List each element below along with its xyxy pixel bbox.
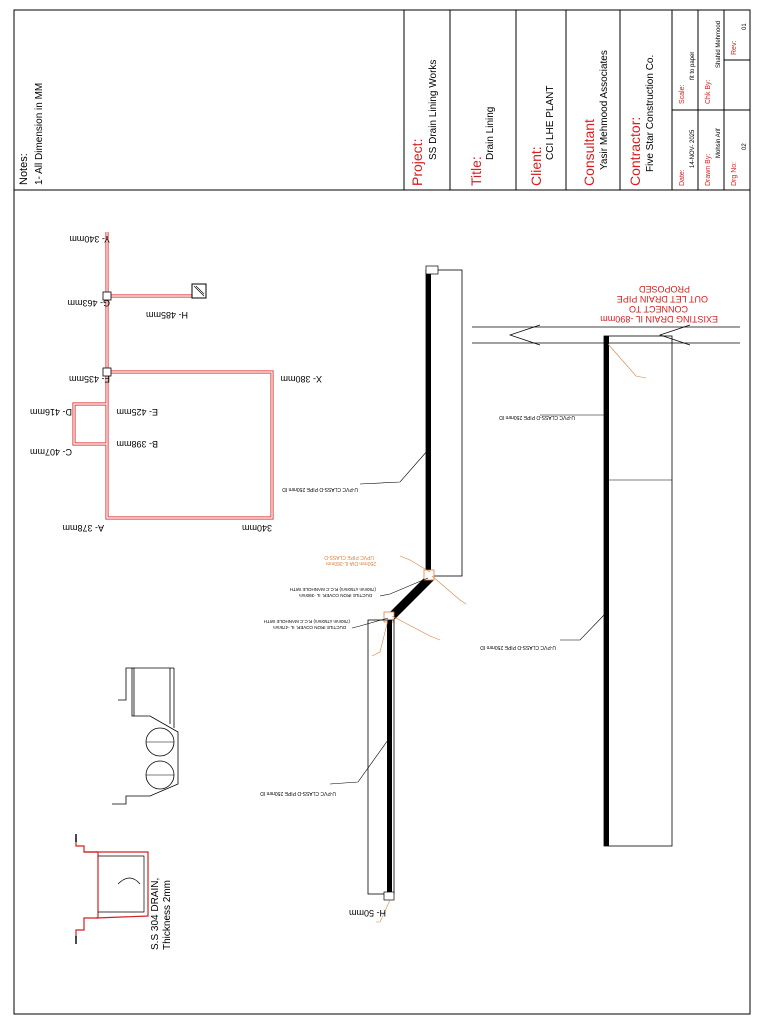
drawn-label: Drawn By: <box>705 154 712 186</box>
consultant-value: Yasir Mehmood Associates <box>599 50 610 170</box>
client-label: Client: <box>528 146 544 186</box>
junction-f <box>102 367 112 377</box>
proposed-line-2: OUT LET DRAIN PIPE <box>617 294 708 304</box>
chk-value: Shahid Mehmood <box>716 21 722 68</box>
notes-heading: Notes: <box>18 153 30 185</box>
proposed-line-4: EXISTING DRAIN IL -890mm <box>600 314 718 324</box>
pipe-label-left-2: U-PVC CLASS-D PIPE 250mm ID <box>260 790 336 796</box>
flow-arrow-right <box>658 324 691 346</box>
label-e: E- 425mm <box>116 407 158 417</box>
manhole-2-line-2: DUCTILE IRON COVER. IL -475mm <box>273 625 346 630</box>
project-label: Project: <box>409 139 425 186</box>
proposed-line-1: PROPOSED <box>638 284 690 294</box>
label-y: Y- 340mm <box>69 234 110 244</box>
manhole-mid-1 <box>423 569 435 581</box>
pipe-angled <box>388 574 434 620</box>
section-title: S.S 304 DRAIN, <box>150 878 161 950</box>
rev-value: 01 <box>742 23 748 30</box>
scale-value: fit to paper <box>690 52 696 80</box>
rev-label: Rev: <box>731 41 738 55</box>
drain-section-ss304 <box>75 834 149 944</box>
label-x: X- 380mm <box>280 374 322 384</box>
dwg-value: 02 <box>742 143 748 150</box>
contractor-value: Five Star Construction Co. <box>645 55 656 172</box>
manhole-bottom <box>383 891 395 901</box>
consultant-label: Consultant <box>581 119 597 186</box>
flow-arrow-left <box>508 324 541 346</box>
h-end-label: H- 50mm <box>349 908 386 918</box>
manhole-1-line-1: (750mm x750mm) R.C.C MANHOLE WITH <box>290 587 376 592</box>
notes-line: 1- All Dimension in MM <box>34 83 45 185</box>
proposed-line-3: CONNECT TO <box>629 304 688 314</box>
pipe-layout: PROPOSED OUT LET DRAIN PIPE CONNECT TO E… <box>260 265 740 923</box>
title-label: Title: <box>468 156 484 186</box>
label-c: C- 407mm <box>30 447 72 457</box>
label-g: G- 463mm <box>67 298 110 308</box>
chk-label: Chk By: <box>705 79 712 104</box>
label-h: H- 485mm <box>146 310 188 320</box>
scale-label: Scale: <box>679 84 686 104</box>
label-d: D- 416mm <box>30 407 72 417</box>
manhole-2-line-1: (750mm x750mm) R.C.C MANHOLE WITH <box>264 619 350 624</box>
key-plan: Y- 340mm G- 463mm H- 485mm F- 435mm X- 3… <box>30 232 322 533</box>
pipe-label-right-2: U-PVC CLASS-D PIPE 250mm ID <box>480 644 556 650</box>
client-value: CCI LHE PLANT <box>545 86 556 160</box>
date-value: 14-NOV- 2025 <box>690 129 696 168</box>
sheet-border <box>13 9 751 1015</box>
date-label: Date: <box>679 169 686 186</box>
project-value: SS Drain Lining Works <box>428 60 439 160</box>
drawn-value: Mohsin Arif <box>716 128 722 158</box>
manhole-1-line-2: DUCTILE IRON COVER. IL -390mm <box>299 593 372 598</box>
label-a: A- 378mm <box>62 523 104 533</box>
title-block: Notes: 1- All Dimension in MM Project: S… <box>14 10 750 191</box>
manhole-top <box>425 265 439 275</box>
label-end: 340mm <box>242 523 272 533</box>
pipe-right <box>604 336 609 846</box>
section-subtitle: Thickness 2mm <box>162 880 173 950</box>
pipe-label-left-1: U-PVC CLASS-D PIPE 250mm ID <box>282 486 358 492</box>
trench-right <box>603 335 673 847</box>
upvc-il: 250mm DIA IL-360mm <box>326 560 376 566</box>
label-b: B- 398mm <box>116 439 158 449</box>
dwg-label: Drg No: <box>731 162 738 186</box>
pipe-left-lower <box>387 620 392 896</box>
drain-section-plan <box>112 667 179 805</box>
junction-g <box>102 291 112 301</box>
pipe-label-right-1: U-PVC CLASS-D PIPE 250mm ID <box>499 414 575 420</box>
trench-left-upper <box>425 269 463 577</box>
upvc-note: UPVC PIPE CLASS-D <box>324 554 374 560</box>
pipe-left-upper <box>426 270 431 576</box>
contractor-label: Contractor: <box>627 117 643 186</box>
title-value: Drain Lining <box>485 107 496 160</box>
outlet-box-mark <box>193 285 205 297</box>
label-f: F- 435mm <box>69 374 110 384</box>
